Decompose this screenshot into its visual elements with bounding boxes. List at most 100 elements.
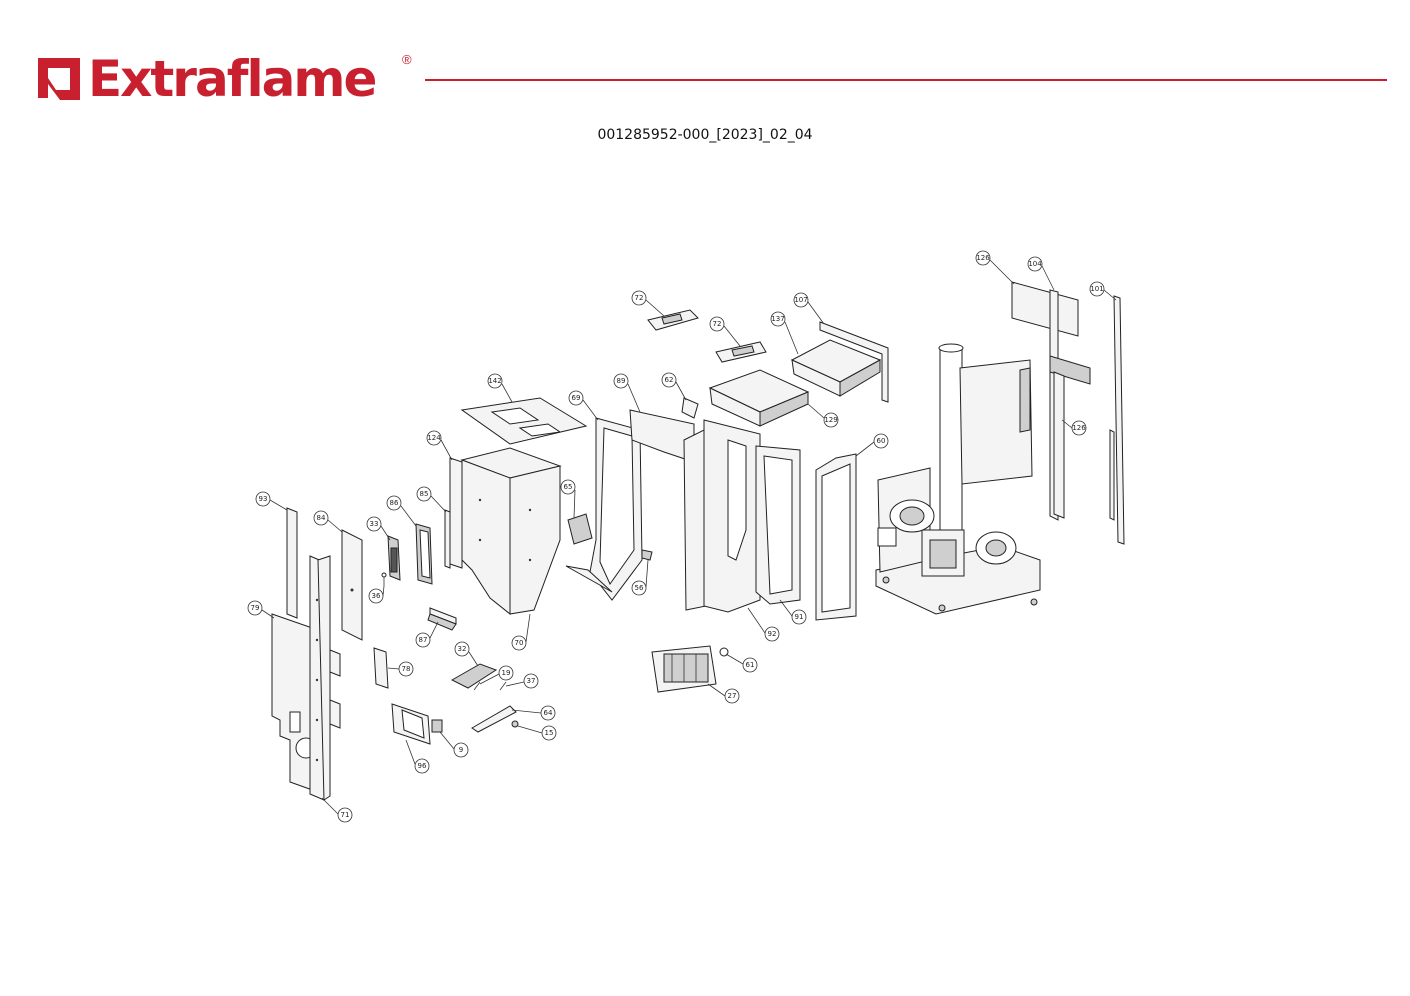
callout-label: 37 <box>527 677 536 685</box>
part-62-clip <box>681 397 699 419</box>
part-137-hood <box>790 339 882 397</box>
stove-body <box>875 343 1041 615</box>
part-71-frame-rail <box>309 555 341 801</box>
part-33-control-board <box>387 535 401 581</box>
part-93-side-strip <box>286 507 298 619</box>
callout-label: 89 <box>617 377 626 385</box>
part-69-frame <box>565 417 643 601</box>
part-107-bracket <box>819 321 889 403</box>
callout-label: 15 <box>545 729 554 737</box>
callout-label: 142 <box>488 377 501 385</box>
part-56-pin <box>641 549 653 561</box>
callout-label: 64 <box>544 709 553 717</box>
extraflame-logo-icon <box>38 58 80 100</box>
callout-label: 56 <box>635 584 644 592</box>
callout-33: 33 <box>366 516 391 541</box>
callout-label: 33 <box>370 520 379 528</box>
callout-label: 92 <box>768 630 777 638</box>
part-89-panel <box>629 409 695 463</box>
callout-104: 104 <box>1027 256 1055 291</box>
part-19-spring <box>473 681 481 691</box>
part-72-bracket-upper <box>647 309 699 331</box>
callout-89: 89 <box>613 373 641 413</box>
callout-label: 65 <box>564 483 573 491</box>
callout-62: 62 <box>661 372 687 401</box>
callout-142: 142 <box>487 373 513 403</box>
callout-37: 37 <box>505 673 539 689</box>
callout-label: 84 <box>317 514 326 522</box>
callout-27: 27 <box>707 683 740 704</box>
callout-101: 101 <box>1089 281 1117 301</box>
part-37-spring <box>499 681 507 691</box>
callout-70: 70 <box>511 613 531 651</box>
part-92-rear-panel <box>683 419 761 613</box>
callout-32: 32 <box>454 641 479 667</box>
callout-124: 124 <box>426 430 453 461</box>
part-84-panel <box>341 529 363 641</box>
callout-label: 9 <box>459 746 463 754</box>
callout-56: 56 <box>631 559 649 596</box>
part-91-side-panel <box>755 445 801 605</box>
part-36-screw <box>381 572 387 586</box>
callout-label: 27 <box>728 692 737 700</box>
callout-61: 61 <box>725 653 758 673</box>
callout-label: 69 <box>572 394 581 402</box>
callout-60: 60 <box>855 433 889 457</box>
callout-label: 124 <box>427 434 441 442</box>
callout-label: 60 <box>877 437 886 445</box>
callout-label: 79 <box>251 604 260 612</box>
callout-91: 91 <box>779 599 807 625</box>
part-78-cover <box>373 647 389 689</box>
part-64-plate <box>471 705 517 733</box>
callout-label: 86 <box>390 499 399 507</box>
callout-label: 91 <box>795 613 804 621</box>
header-divider <box>425 79 1387 81</box>
callout-9: 9 <box>439 731 469 758</box>
part-126-top-panel <box>1011 281 1079 337</box>
callout-64: 64 <box>511 705 556 721</box>
callout-label: 78 <box>402 665 411 673</box>
callout-92: 92 <box>747 607 780 642</box>
part-142-top-lid <box>460 397 588 445</box>
callout-84: 84 <box>313 510 343 533</box>
part-32-board <box>450 663 498 689</box>
callout-label: 129 <box>824 416 837 424</box>
part-85-bar <box>444 509 451 569</box>
part-126-side-rail <box>1053 371 1065 519</box>
part-124-side-wall <box>449 457 463 569</box>
callout-137: 137 <box>770 311 799 355</box>
part-70-hopper <box>460 447 562 616</box>
callout-label: 101 <box>1090 285 1103 293</box>
callout-36: 36 <box>368 585 385 604</box>
callout-129: 129 <box>807 403 839 428</box>
part-27-fan <box>651 645 717 693</box>
callout-71: 71 <box>321 797 353 823</box>
callout-label: 104 <box>1028 260 1042 268</box>
callout-93: 93 <box>255 491 288 511</box>
callout-19: 19 <box>479 665 514 685</box>
callout-label: 96 <box>418 762 427 770</box>
registered-mark: ® <box>402 52 412 67</box>
callout-label: 19 <box>502 669 511 677</box>
callout-label: 107 <box>794 296 807 304</box>
callout-107: 107 <box>793 292 825 325</box>
callout-69: 69 <box>568 390 599 421</box>
callout-label: 85 <box>420 490 429 498</box>
callout-label: 71 <box>341 811 350 819</box>
brand-name: Extraflame <box>88 50 377 108</box>
part-86-display-housing <box>415 523 433 585</box>
callout-label: 126 <box>976 254 990 262</box>
callout-87: 87 <box>415 621 439 648</box>
part-72-bracket-lower <box>715 341 767 363</box>
callout-label: 62 <box>665 376 674 384</box>
callout-72a: 72 <box>631 290 665 317</box>
brand-logo: Extraflame <box>34 50 377 108</box>
callout-label: 126 <box>1072 424 1086 432</box>
part-15-fastener <box>511 720 519 728</box>
callout-label: 70 <box>515 639 524 647</box>
callout-86: 86 <box>386 495 417 527</box>
callout-65: 65 <box>560 479 576 519</box>
part-87-channel <box>427 607 457 631</box>
callout-15: 15 <box>517 725 557 741</box>
